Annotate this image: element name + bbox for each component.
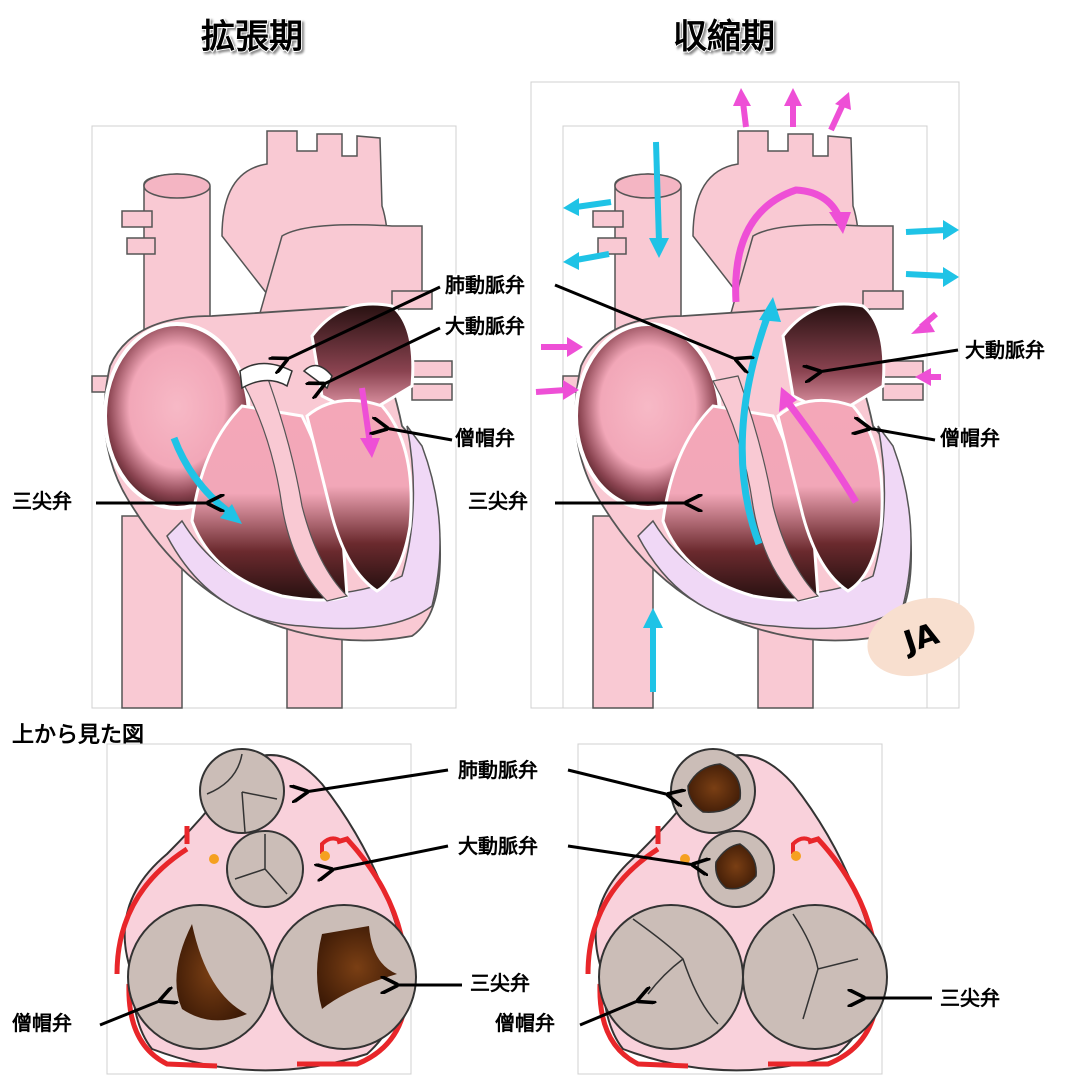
mitral-valve-label-diastole: 僧帽弁 xyxy=(455,426,515,450)
tricuspid-valve-label-top-systole: 三尖弁 xyxy=(940,986,1000,1010)
systole-heart: JA xyxy=(531,82,985,708)
top-view-diastole xyxy=(107,744,416,1074)
systole-title: 収縮期 xyxy=(673,17,775,57)
tricuspid-valve-label-top-diastole: 三尖弁 xyxy=(470,971,530,995)
diastole-title: 拡張期 xyxy=(201,17,303,57)
diastole-heart xyxy=(92,126,456,708)
mitral-valve-label-systole: 僧帽弁 xyxy=(940,426,1000,450)
tricuspid-valve-label-diastole: 三尖弁 xyxy=(12,489,72,513)
mitral-valve-label-top-diastole: 僧帽弁 xyxy=(12,1011,72,1035)
aortic-valve-label-top-view: 大動脈弁 xyxy=(458,834,538,858)
aortic-valve-label-systole: 大動脈弁 xyxy=(965,338,1045,362)
pulmonary-valve-label-top-view: 肺動脈弁 xyxy=(458,758,538,782)
mitral-valve-closed xyxy=(599,905,743,1049)
pulmonary-valve-label-top: 肺動脈弁 xyxy=(445,273,525,297)
mitral-valve-label-top-systole: 僧帽弁 xyxy=(495,1011,555,1035)
top-view-systole xyxy=(578,744,887,1074)
tricuspid-valve-label-systole: 三尖弁 xyxy=(468,489,528,513)
aortic-valve-label-top: 大動脈弁 xyxy=(445,314,525,338)
